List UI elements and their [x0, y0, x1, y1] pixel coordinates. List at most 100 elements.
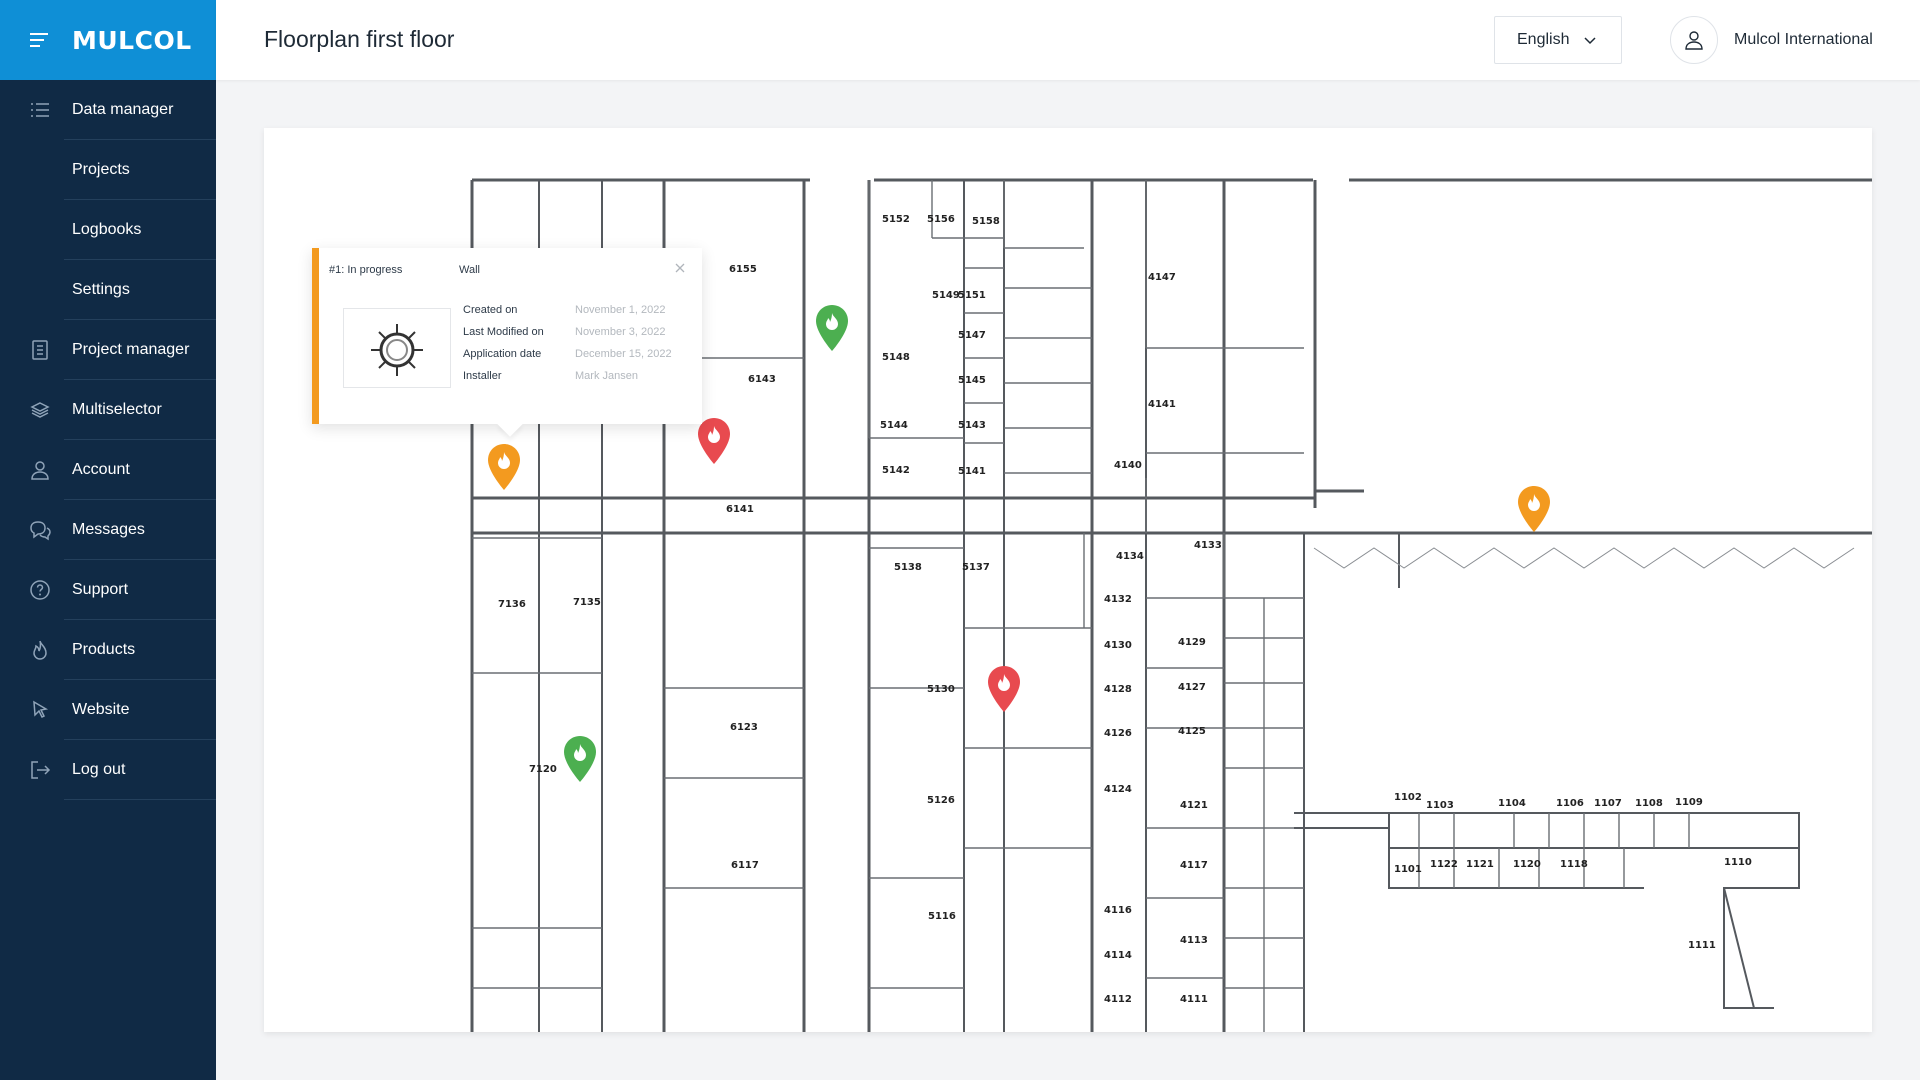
room-label: 6123	[730, 722, 758, 733]
detail-label: Created on	[463, 304, 518, 316]
detail-value: November 3, 2022	[575, 326, 666, 338]
sidebar-item-log-out[interactable]: Log out	[0, 740, 216, 800]
user-icon	[1685, 31, 1703, 50]
user-name: Mulcol International	[1734, 31, 1873, 48]
room-label: 6141	[726, 504, 754, 515]
room-label: 4133	[1194, 540, 1222, 551]
room-label: 5142	[882, 465, 910, 476]
room-label: 1106	[1556, 798, 1584, 809]
room-label: 7136	[498, 599, 526, 610]
flame-icon	[33, 640, 47, 660]
map-pin-orange[interactable]	[486, 442, 522, 492]
chevron-down-icon	[1584, 37, 1597, 45]
sidebar-item-label: Data manager	[72, 101, 174, 118]
language-value: English	[1517, 31, 1570, 48]
sidebar-item-messages[interactable]: Messages	[0, 500, 216, 560]
sidebar-item-label: Logbooks	[72, 221, 142, 238]
close-icon[interactable]	[672, 260, 688, 276]
sidebar-item-project-manager[interactable]: Project manager	[0, 320, 216, 380]
room-label: 5156	[927, 214, 955, 225]
sidebar-item-label: Project manager	[72, 341, 190, 358]
room-label: 1109	[1675, 797, 1703, 808]
map-pin-green[interactable]	[814, 303, 850, 353]
sidebar-item-website[interactable]: Website	[0, 680, 216, 740]
sidebar-item-support[interactable]: Support	[0, 560, 216, 620]
room-label: 5137	[962, 562, 990, 573]
detail-label: Application date	[463, 348, 542, 360]
list-icon	[31, 103, 49, 117]
room-label: 6155	[729, 264, 757, 275]
sidebar-item-label: Website	[72, 701, 130, 718]
map-pin-red[interactable]	[696, 416, 732, 466]
room-label: 4116	[1104, 905, 1132, 916]
room-label: 5149	[932, 290, 960, 301]
room-label: 4140	[1114, 460, 1142, 471]
room-label: 1111	[1688, 940, 1716, 951]
detail-value: December 15, 2022	[575, 348, 672, 360]
room-label: 6143	[748, 374, 776, 385]
sidebar-item-account[interactable]: Account	[0, 440, 216, 500]
room-label: 4125	[1178, 726, 1206, 737]
room-label: 5145	[958, 375, 986, 386]
document-icon	[32, 340, 48, 360]
sidebar-item-settings[interactable]: Settings	[0, 260, 216, 320]
floorplan-map[interactable]: 6155 6143 6141 6123 6117 7136 7135 7120 …	[264, 128, 1872, 1032]
room-label: 1121	[1466, 859, 1494, 870]
room-label: 1102	[1394, 792, 1422, 803]
sidebar-item-label: Log out	[72, 761, 126, 778]
room-label: 4132	[1104, 594, 1132, 605]
room-label: 5147	[958, 330, 986, 341]
user-icon	[31, 461, 49, 480]
detail-value: Mark Jansen	[575, 370, 638, 382]
sidebar: MULCOL Data manager Projects Logbooks Se…	[0, 0, 216, 1080]
sidebar-item-data-manager[interactable]: Data manager	[0, 80, 216, 140]
map-pin-green[interactable]	[562, 734, 598, 784]
sidebar-item-products[interactable]: Products	[0, 620, 216, 680]
room-label: 7120	[529, 764, 557, 775]
room-label: 4134	[1116, 551, 1144, 562]
avatar[interactable]	[1670, 16, 1718, 64]
room-label: 5138	[894, 562, 922, 573]
user-menu[interactable]: Mulcol International	[1670, 16, 1873, 64]
room-label: 4114	[1104, 950, 1132, 961]
map-pin-orange[interactable]	[1516, 484, 1552, 534]
sidebar-item-label: Products	[72, 641, 136, 658]
popup-type: Wall	[459, 264, 480, 276]
room-label: 5143	[958, 420, 986, 431]
top-header: Floorplan first floor English Mulcol Int…	[216, 0, 1920, 80]
room-label: 4112	[1104, 994, 1132, 1005]
layers-icon	[30, 402, 50, 418]
sidebar-nav: Data manager Projects Logbooks Settings …	[0, 80, 216, 800]
room-label: 1122	[1430, 859, 1458, 870]
sidebar-item-label: Account	[72, 461, 130, 478]
room-label: 1110	[1724, 857, 1752, 868]
room-label: 1103	[1426, 800, 1454, 811]
map-pin-red[interactable]	[986, 664, 1022, 714]
sidebar-item-logbooks[interactable]: Logbooks	[0, 200, 216, 260]
detail-label: Last Modified on	[463, 326, 544, 338]
room-label: 5152	[882, 214, 910, 225]
detail-value: November 1, 2022	[575, 304, 666, 316]
room-label: 4124	[1104, 784, 1132, 795]
room-label: 4129	[1178, 637, 1206, 648]
logout-icon	[31, 761, 51, 779]
sidebar-item-label: Settings	[72, 281, 130, 298]
room-label: 1120	[1513, 859, 1541, 870]
brand-bar: MULCOL	[0, 0, 216, 80]
popup-status: #1: In progress	[329, 264, 403, 276]
room-label: 4117	[1180, 860, 1208, 871]
room-label: 4141	[1148, 399, 1176, 410]
room-label: 4127	[1178, 682, 1206, 693]
sidebar-item-projects[interactable]: Projects	[0, 140, 216, 200]
room-label: 4147	[1148, 272, 1176, 283]
room-label: 4130	[1104, 640, 1132, 651]
popup-details: Created on November 1, 2022 Last Modified…	[463, 304, 672, 392]
brand-logo: MULCOL	[72, 25, 192, 55]
sealing-collar-icon	[371, 324, 423, 376]
language-select[interactable]: English	[1494, 16, 1622, 64]
sidebar-item-multiselector[interactable]: Multiselector	[0, 380, 216, 440]
room-label: 5126	[927, 795, 955, 806]
menu-icon[interactable]	[30, 32, 50, 48]
help-icon	[30, 580, 50, 600]
room-label: 5141	[958, 466, 986, 477]
